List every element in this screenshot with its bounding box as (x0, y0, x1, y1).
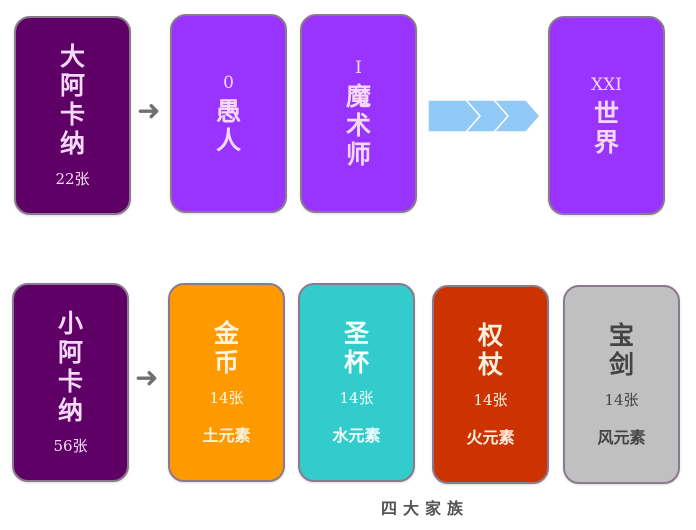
card-name: 世界 (593, 98, 619, 157)
major-arcana-card: 大阿卡纳 22张 (14, 16, 131, 215)
suit-card-pentacles: 金币 14张 土元素 (168, 283, 285, 482)
suit-name: 权杖 (477, 321, 503, 379)
suit-count: 14张 (209, 389, 244, 407)
suit-count: 14张 (473, 391, 508, 409)
minor-arcana-count: 56张 (53, 437, 88, 455)
suit-name: 宝剑 (608, 321, 634, 379)
card-magician: I 魔术师 (300, 14, 417, 213)
suit-name: 金币 (213, 319, 239, 377)
minor-arcana-title: 小阿卡纳 (57, 309, 83, 425)
suit-card-swords: 宝剑 14张 风元素 (563, 285, 680, 484)
suit-card-wands: 权杖 14张 火元素 (432, 285, 549, 484)
right-arrow-icon: ➜ (137, 94, 161, 127)
card-name: 魔术师 (345, 82, 371, 169)
suit-count: 14张 (339, 389, 374, 407)
suit-card-cups: 圣杯 14张 水元素 (298, 283, 415, 482)
suit-element: 水元素 (332, 426, 381, 445)
suit-name: 圣杯 (343, 319, 369, 377)
card-numeral: XXI (591, 74, 622, 95)
card-fool: 0 愚人 (170, 14, 287, 213)
suit-count: 14张 (604, 391, 639, 409)
major-arcana-count: 22张 (55, 170, 90, 188)
triple-chevron-icon (428, 99, 541, 133)
card-world: XXI 世界 (548, 16, 665, 215)
major-arcana-title: 大阿卡纳 (59, 42, 85, 158)
minor-arcana-card: 小阿卡纳 56张 (12, 283, 129, 482)
card-numeral: I (355, 58, 362, 78)
suit-element: 火元素 (466, 428, 515, 447)
card-numeral: 0 (223, 72, 234, 93)
card-name: 愚人 (215, 96, 241, 155)
right-arrow-icon: ➜ (135, 361, 159, 394)
four-families-caption: 四大家族 (380, 499, 469, 518)
suit-element: 风元素 (597, 428, 646, 447)
suit-element: 土元素 (202, 426, 251, 445)
